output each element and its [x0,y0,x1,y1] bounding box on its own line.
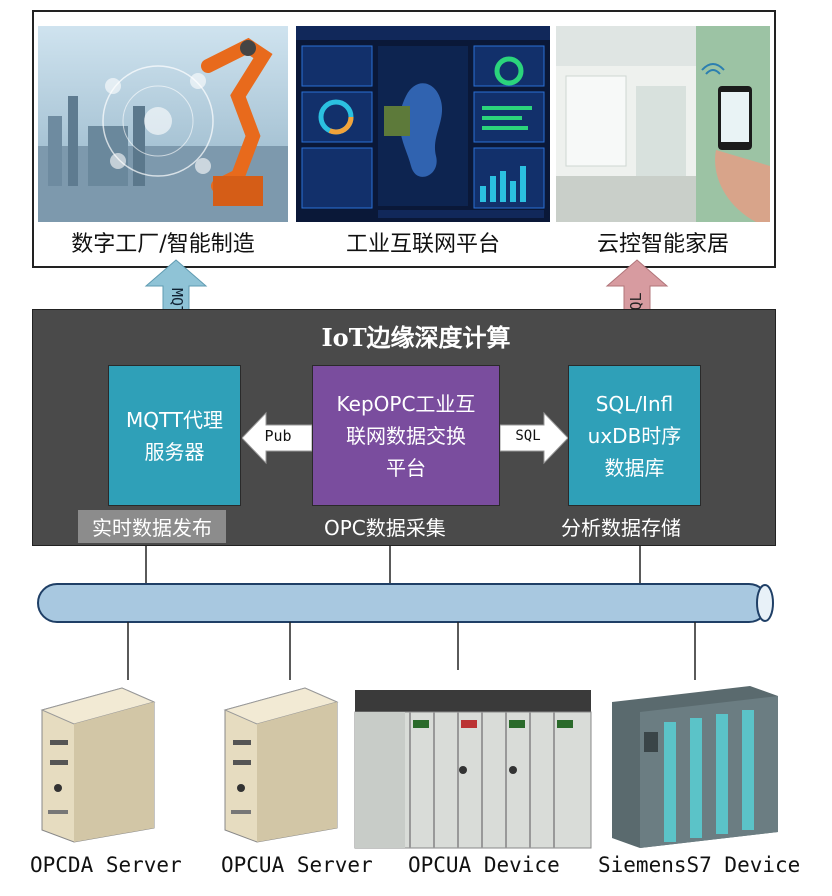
opc-collection-label: OPC数据采集 [324,516,446,540]
kepopc-platform-box: KepOPC工业互 联网数据交换 平台 [312,365,500,506]
sql-arrow-label-inner: SQL [515,428,541,444]
pub-arrow-label: Pub [264,427,292,445]
sql-arrow [500,411,568,465]
industrial-platform-dashboard-image [296,26,550,222]
opcda-server-icon [40,687,156,843]
sql-influxdb-box: SQL/Infl uxDB时序 数据库 [568,365,701,506]
edge-panel-title: IoT边缘深度计算 [321,323,511,352]
caption-smart-home: 云控智能家居 [596,232,729,257]
pub-arrow [242,411,312,465]
device-label-opcua-server: OPCUA Server [221,853,373,877]
caption-digital-factory: 数字工厂/智能制造 [71,232,255,257]
caption-industrial-platform: 工业互联网平台 [345,232,500,257]
device-label-siemens-s7: SiemensS7 Device [598,853,801,877]
device-label-opcda-server: OPCDA Server [30,853,182,877]
opcua-server-icon [223,687,339,843]
device-label-opcua-device: OPCUA Device [408,853,560,877]
mqtt-broker-box: MQTT代理 服务器 [108,365,241,506]
realtime-publish-label: 实时数据发布 [78,510,226,543]
opcua-device-plc-icon [354,690,592,849]
smart-home-image [556,26,770,222]
digital-factory-image [38,26,288,222]
siemens-s7-device-icon [612,686,778,848]
analysis-storage-label: 分析数据存储 [561,516,681,540]
network-bus [37,546,774,680]
